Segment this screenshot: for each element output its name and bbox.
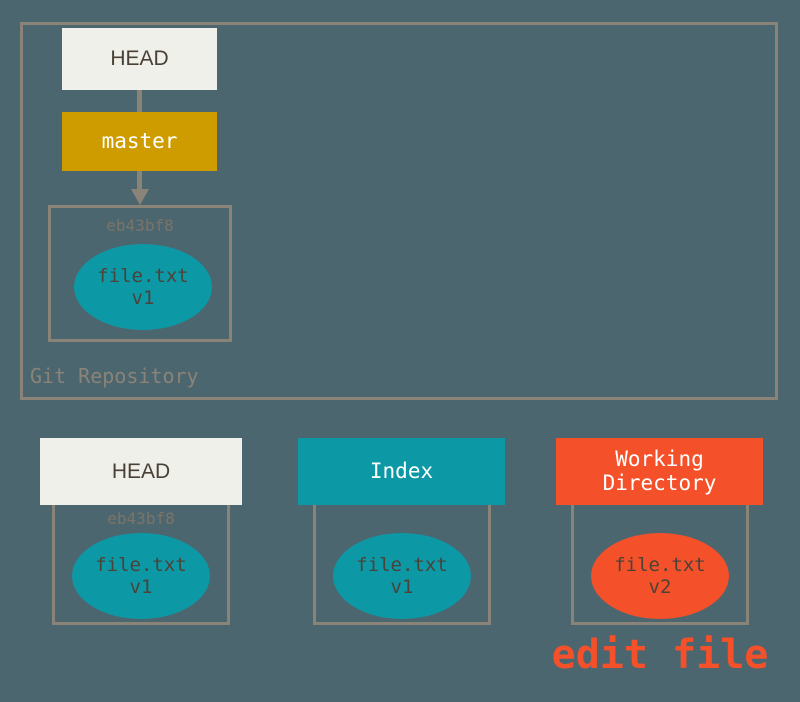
repo-commit-frame: eb43bf8 file.txt v1 <box>48 205 232 342</box>
blob-filename: file.txt <box>97 264 189 287</box>
head-column-blob: file.txt v1 <box>72 533 210 619</box>
blob-filename: file.txt <box>614 553 706 576</box>
repo-master-branch-box: master <box>62 112 217 171</box>
working-directory-column-blob: file.txt v2 <box>591 533 729 619</box>
index-column-blob: file.txt v1 <box>333 533 471 619</box>
blob-filename: file.txt <box>356 553 448 576</box>
repo-head-box: HEAD <box>62 28 217 90</box>
repo-commit-blob: file.txt v1 <box>74 244 212 330</box>
working-directory-column-frame: file.txt v2 <box>571 503 749 625</box>
blob-version: v1 <box>131 287 155 309</box>
blob-version: v1 <box>390 576 414 598</box>
repo-commit-hash: eb43bf8 <box>106 216 174 235</box>
connector-head-to-master <box>137 90 142 112</box>
git-repository-label: Git Repository <box>30 364 199 388</box>
git-repository-frame <box>20 22 778 400</box>
blob-version: v2 <box>648 576 672 598</box>
edit-file-annotation: edit file <box>551 632 769 678</box>
working-directory-column-header: Working Directory <box>556 438 763 505</box>
head-column-header: HEAD <box>40 438 242 505</box>
index-column-header: Index <box>298 438 505 505</box>
head-column-frame: eb43bf8 file.txt v1 <box>52 503 230 625</box>
connector-master-to-commit <box>137 171 142 192</box>
blob-filename: file.txt <box>95 553 187 576</box>
blob-version: v1 <box>129 576 153 598</box>
head-column-hash: eb43bf8 <box>107 509 175 528</box>
index-column-frame: file.txt v1 <box>313 503 491 625</box>
arrow-head-icon <box>130 189 149 205</box>
